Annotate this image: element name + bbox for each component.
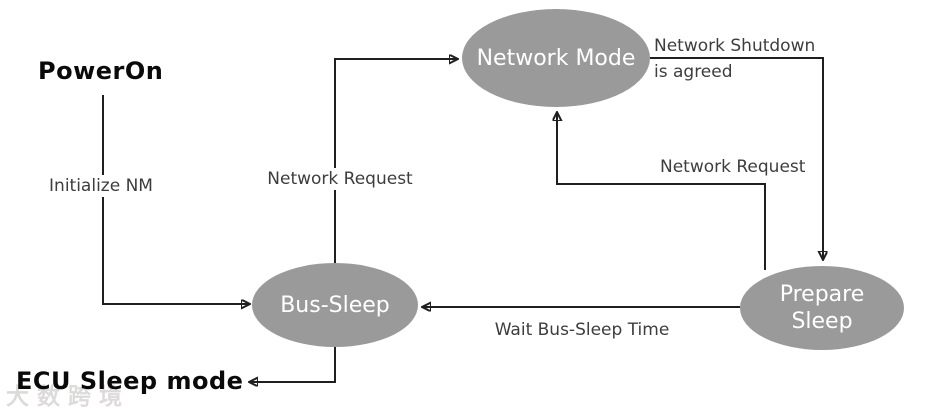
edge-label-network-shutdown-line1: Network Shutdown	[654, 36, 816, 56]
state-bus-sleep: Bus-Sleep	[252, 263, 418, 347]
state-prepare-sleep: Prepare Sleep	[740, 266, 904, 350]
edge-label-network-shutdown: Network Shutdown is agreed	[654, 33, 815, 85]
state-network-mode: Network Mode	[462, 9, 650, 107]
state-network-mode-label: Network Mode	[476, 45, 636, 71]
terminal-power-on: PowerOn	[38, 57, 164, 85]
edge-bussleep-to-networkmode	[334, 59, 458, 263]
edge-label-wait-bus-sleep-time: Wait Bus-Sleep Time	[491, 319, 673, 341]
edge-label-network-request-right: Network Request	[657, 156, 809, 178]
watermark: 大数跨境	[6, 384, 130, 409]
edge-networkmode-to-preparesleep	[650, 57, 823, 260]
terminal-ecu-sleep-mode: ECU Sleep mode	[16, 367, 244, 395]
state-prepare-sleep-label: Prepare Sleep	[779, 282, 865, 334]
edge-label-initialize-nm: Initialize NM	[46, 175, 156, 197]
state-bus-sleep-label: Bus-Sleep	[280, 292, 390, 318]
edge-poweron-to-bussleep	[102, 95, 250, 304]
edge-label-network-shutdown-line2: is agreed	[654, 62, 733, 82]
edge-label-network-request-left: Network Request	[264, 168, 416, 190]
edge-preparesleep-to-networkmode	[557, 112, 766, 270]
edge-bussleep-to-ecusleep	[249, 347, 336, 382]
